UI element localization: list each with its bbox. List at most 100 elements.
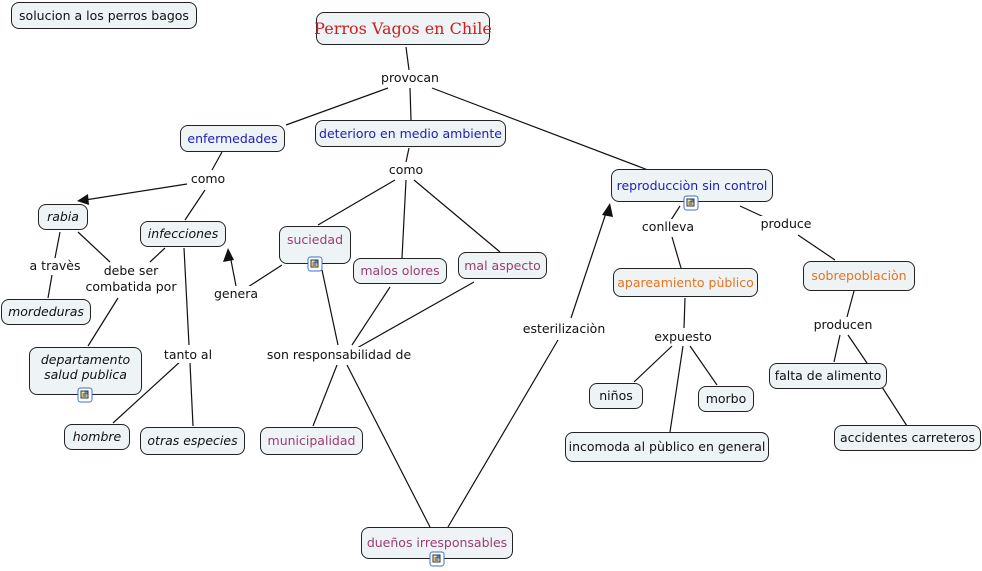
- node-label: deterioro en medio ambiente: [319, 125, 502, 141]
- link-tanto-al: tanto al: [161, 347, 215, 363]
- node-label: accidentes carreteros: [839, 430, 976, 445]
- connector: [84, 183, 188, 201]
- connector: [846, 290, 855, 318]
- connector: [447, 339, 559, 528]
- connector: [797, 234, 836, 261]
- node-label: solucion a los perros bagos: [19, 7, 189, 23]
- link-a-traves: a travès: [27, 258, 83, 274]
- node-incomoda[interactable]: incomoda al pùblico en general: [565, 432, 769, 462]
- node-solucion[interactable]: solucion a los perros bagos: [11, 2, 197, 29]
- connector: [189, 362, 194, 427]
- node-hombre[interactable]: hombre: [64, 424, 130, 450]
- connector: [431, 87, 649, 171]
- node-label: infecciones: [147, 226, 219, 241]
- node-label: falta de alimento: [774, 368, 882, 383]
- node-label: malos olores: [360, 263, 440, 278]
- node-morbo[interactable]: morbo: [698, 386, 754, 412]
- image-document-icon[interactable]: [429, 551, 445, 567]
- node-sobrepoblacion[interactable]: sobrepoblaciòn: [803, 261, 915, 291]
- image-document-icon[interactable]: [307, 256, 323, 272]
- node-rabia[interactable]: rabia: [38, 204, 88, 230]
- page-title: Perros Vagos en Chile: [314, 18, 492, 38]
- connector: [847, 334, 868, 364]
- node-label: reproducciòn sin control: [616, 177, 768, 193]
- connector: [285, 87, 389, 126]
- node-label: hombre: [72, 429, 122, 444]
- node-mal-aspecto[interactable]: mal aspecto: [458, 252, 547, 279]
- link-conlleva: conlleva: [639, 219, 697, 235]
- connector: [689, 345, 718, 386]
- link-expuesto: expuesto: [652, 329, 714, 345]
- connector: [405, 147, 410, 163]
- connector: [351, 286, 391, 346]
- arrowhead-icon: [602, 203, 613, 217]
- node-label: apareamiento pùblico: [617, 274, 754, 290]
- link-genera: genera: [211, 286, 261, 302]
- node-otras-especies[interactable]: otras especies: [140, 427, 245, 455]
- connector: [321, 269, 339, 346]
- node-label: niños: [599, 388, 633, 403]
- link-provocan: provocan: [379, 70, 441, 86]
- node-infecciones[interactable]: infecciones: [140, 221, 226, 247]
- node-falta-alimento[interactable]: falta de alimento: [769, 363, 887, 389]
- link-son-responsabilidad: son responsabilidad de: [264, 347, 414, 363]
- image-document-icon[interactable]: [77, 387, 93, 403]
- connector: [183, 247, 190, 346]
- node-label: departamento salud publica: [40, 352, 131, 382]
- node-label: morbo: [705, 391, 747, 406]
- node-enfermedades[interactable]: enfermedades: [180, 125, 285, 152]
- image-document-icon[interactable]: [683, 195, 699, 211]
- connector: [833, 334, 841, 363]
- link-debe-ser: debe ser combatida por: [83, 263, 179, 295]
- node-label: enfermedades: [187, 130, 278, 146]
- node-label: suciedad: [287, 232, 343, 247]
- connector: [317, 179, 396, 226]
- node-malos-olores[interactable]: malos olores: [353, 258, 447, 284]
- connector: [87, 297, 119, 347]
- node-accidentes[interactable]: accidentes carreteros: [834, 425, 981, 451]
- connector: [149, 247, 166, 263]
- node-label: dueños irresponsables: [366, 535, 508, 550]
- connector: [683, 297, 686, 329]
- connector: [47, 274, 53, 299]
- connector: [346, 364, 431, 528]
- connector: [405, 46, 410, 71]
- node-mordeduras[interactable]: mordeduras: [1, 299, 91, 325]
- link-esterilizacion: esterilizaciòn: [520, 321, 608, 337]
- link-como-mid: como: [386, 162, 426, 178]
- node-apareamiento[interactable]: apareamiento pùblico: [613, 268, 758, 297]
- connector: [881, 386, 908, 427]
- connector: [356, 281, 475, 349]
- connector: [211, 151, 223, 171]
- connector: [401, 179, 407, 259]
- connector: [671, 236, 682, 269]
- arrowhead-icon: [77, 194, 89, 205]
- connector: [247, 264, 283, 288]
- node-label: municipalidad: [267, 433, 356, 448]
- connector: [312, 364, 338, 427]
- connector: [669, 345, 684, 433]
- node-deterioro[interactable]: deterioro en medio ambiente: [315, 120, 506, 147]
- connector: [633, 345, 673, 383]
- connector: [570, 209, 608, 319]
- link-como-left: como: [188, 171, 228, 187]
- connector: [413, 179, 501, 253]
- node-label: rabia: [47, 209, 79, 224]
- link-producen: producen: [811, 317, 875, 333]
- node-ninos[interactable]: niños: [589, 383, 643, 409]
- node-municipalidad[interactable]: municipalidad: [260, 427, 363, 455]
- node-title[interactable]: Perros Vagos en Chile: [314, 12, 492, 45]
- link-produce: produce: [758, 216, 814, 232]
- connector: [184, 189, 206, 221]
- node-label: incomoda al pùblico en general: [568, 439, 766, 454]
- arrowhead-icon: [223, 248, 234, 262]
- node-departamento[interactable]: departamento salud publica: [29, 347, 142, 395]
- connector: [670, 205, 681, 221]
- node-label: sobrepoblaciòn: [811, 268, 907, 283]
- connector: [112, 359, 183, 424]
- node-label: mal aspecto: [464, 257, 541, 273]
- connector: [54, 231, 61, 259]
- connector: [77, 231, 111, 263]
- connector: [409, 87, 412, 121]
